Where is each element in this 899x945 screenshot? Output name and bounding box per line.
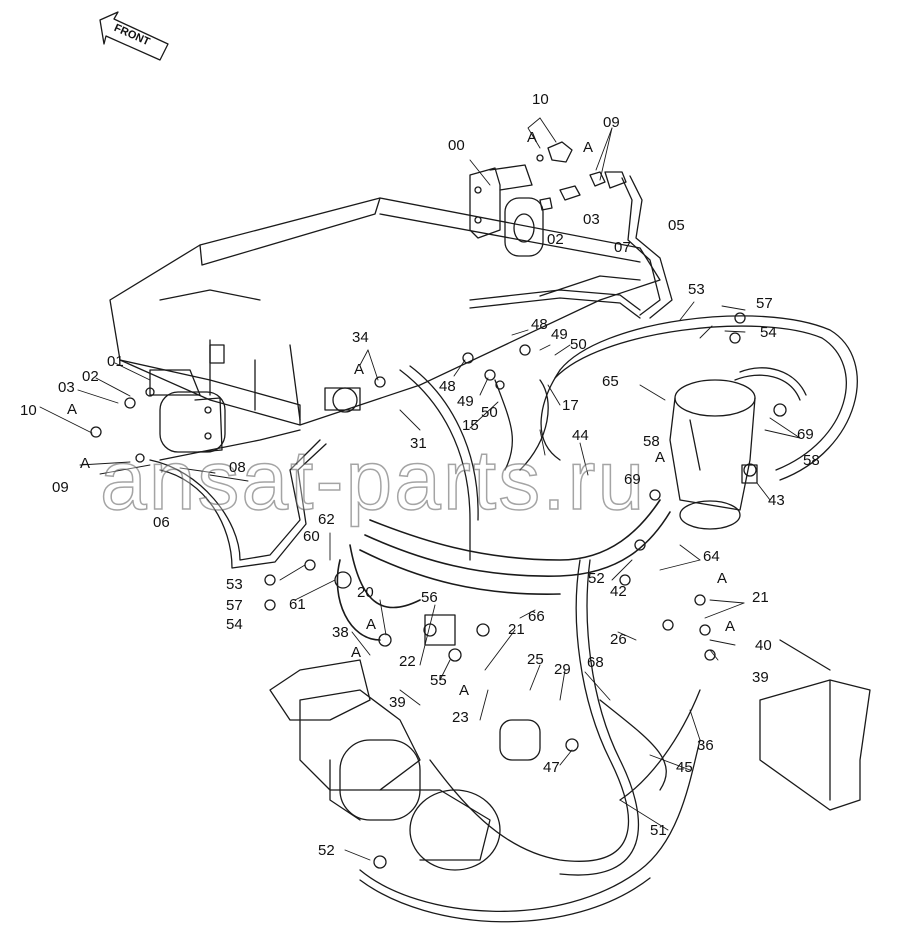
part-label: 50 xyxy=(570,336,587,353)
part-label: 38 xyxy=(332,624,349,641)
part-label: 45 xyxy=(676,759,693,776)
loop-hose xyxy=(540,315,858,481)
ref-label-a: A xyxy=(527,129,538,146)
part-label: 26 xyxy=(610,631,627,648)
part-label: 47 xyxy=(543,759,560,776)
part-label: 53 xyxy=(226,576,243,593)
part-label: 17 xyxy=(562,397,579,414)
part-label: 21 xyxy=(752,589,769,606)
part-label: 55 xyxy=(430,672,447,689)
part-label: 57 xyxy=(226,597,243,614)
ref-label-a: A xyxy=(459,682,470,699)
ref-label-a: A xyxy=(80,455,91,472)
front-arrow-icon xyxy=(99,11,169,61)
swivel-joint-65 xyxy=(669,367,807,530)
pump-assembly xyxy=(269,659,541,871)
part-label: 54 xyxy=(760,324,777,341)
small-fittings xyxy=(90,312,787,869)
part-label: 15 xyxy=(462,417,479,434)
part-label: 03 xyxy=(58,379,75,396)
part-label: 69 xyxy=(624,471,641,488)
part-label: 54 xyxy=(226,616,243,633)
lower-hoses xyxy=(359,559,701,923)
ref-label-a: A xyxy=(725,618,736,635)
part-label: 34 xyxy=(352,329,369,346)
part-label: 64 xyxy=(703,548,720,565)
part-label: 43 xyxy=(768,492,785,509)
part-label: 49 xyxy=(551,326,568,343)
ref-label-a: A xyxy=(67,401,78,418)
valve-block-00 xyxy=(469,164,544,257)
pipes-05-07 xyxy=(469,175,673,319)
part-label: 36 xyxy=(697,737,714,754)
part-label: 10 xyxy=(20,402,37,419)
part-label: 48 xyxy=(439,378,456,395)
fittings-top xyxy=(536,141,627,211)
hoses-center xyxy=(399,365,549,561)
part-label: 48 xyxy=(531,316,548,333)
leader-lines xyxy=(39,117,801,861)
part-label: 00 xyxy=(448,137,465,154)
part-label: 29 xyxy=(554,661,571,678)
part-label: 01 xyxy=(107,353,124,370)
part-label: 02 xyxy=(82,368,99,385)
ref-label-a: A xyxy=(366,616,377,633)
part-label: 58 xyxy=(803,452,820,469)
part-label: 60 xyxy=(303,528,320,545)
ref-label-a: A xyxy=(655,449,666,466)
part-label: 69 xyxy=(797,426,814,443)
part-label: 23 xyxy=(452,709,469,726)
part-label: 10 xyxy=(532,91,549,108)
pipes-06-08 xyxy=(149,429,327,569)
part-label: 02 xyxy=(547,231,564,248)
part-label: 39 xyxy=(752,669,769,686)
part-label: 20 xyxy=(357,584,374,601)
part-label: 62 xyxy=(318,511,335,528)
part-label: 39 xyxy=(389,694,406,711)
part-label: 03 xyxy=(583,211,600,228)
left-valve-01 xyxy=(149,369,226,453)
main-frame xyxy=(109,197,661,426)
part-label: 57 xyxy=(756,295,773,312)
part-label: 56 xyxy=(421,589,438,606)
part-label: 40 xyxy=(755,637,772,654)
part-label: 53 xyxy=(688,281,705,298)
part-label: 31 xyxy=(410,435,427,452)
part-label: 09 xyxy=(603,114,620,131)
part-label: 51 xyxy=(650,822,667,839)
ref-label-a: A xyxy=(717,570,728,587)
watermark: ansat-parts.ru xyxy=(99,432,647,528)
part-label: 65 xyxy=(602,373,619,390)
part-label: 25 xyxy=(527,651,544,668)
part-label: 58 xyxy=(643,433,660,450)
part-label: 09 xyxy=(52,479,69,496)
part-label: 61 xyxy=(289,596,306,613)
part-label: 42 xyxy=(610,583,627,600)
ref-label-a: A xyxy=(351,644,362,661)
part-label: 06 xyxy=(153,514,170,531)
part-label: 52 xyxy=(588,570,605,587)
part-label: 68 xyxy=(587,654,604,671)
ref-label-a: A xyxy=(354,361,365,378)
part-label: 49 xyxy=(457,393,474,410)
part-label: 21 xyxy=(508,621,525,638)
right-bracket xyxy=(759,639,871,811)
part-label: 08 xyxy=(229,459,246,476)
ref-label-a: A xyxy=(583,139,594,156)
part-label: 22 xyxy=(399,653,416,670)
part-label: 44 xyxy=(572,427,589,444)
part-label: 07 xyxy=(614,239,631,256)
part-label: 50 xyxy=(481,404,498,421)
part-label: 52 xyxy=(318,842,335,859)
part-label: 05 xyxy=(668,217,685,234)
part-label: 66 xyxy=(528,608,545,625)
